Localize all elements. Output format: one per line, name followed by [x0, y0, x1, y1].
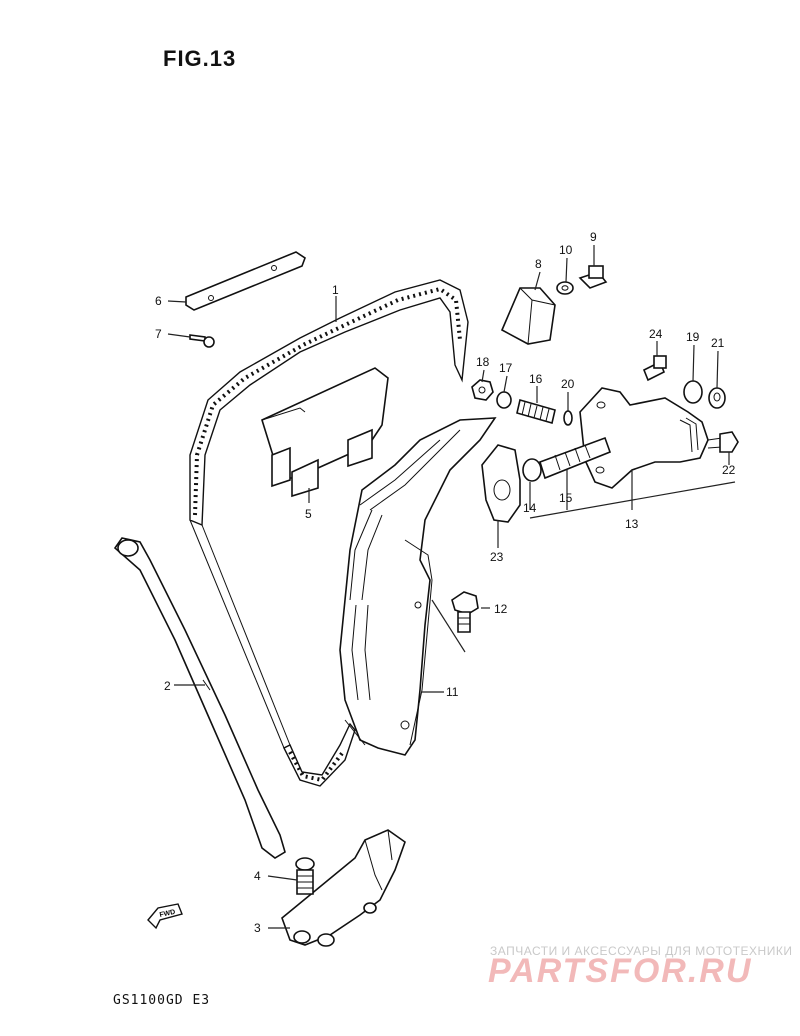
callout-7: 7	[155, 327, 162, 341]
part-2-left-guide[interactable]	[113, 537, 286, 859]
part-14-plunger[interactable]	[522, 458, 542, 482]
part-17-washer[interactable]	[496, 391, 512, 409]
callout-8: 8	[535, 257, 542, 271]
part-9-bolt[interactable]	[578, 265, 608, 289]
callout-9: 9	[590, 230, 597, 244]
part-16-spring[interactable]	[516, 398, 556, 425]
part-18-nut[interactable]	[471, 379, 494, 401]
part-6-top-guide[interactable]	[185, 251, 306, 311]
callout-12: 12	[494, 602, 508, 616]
callout-14: 14	[523, 501, 537, 515]
callout-10: 10	[559, 243, 573, 257]
part-23-gasket[interactable]	[481, 444, 521, 523]
callout-21: 21	[711, 336, 725, 350]
part-8-cap[interactable]	[500, 287, 556, 345]
callout-5: 5	[305, 507, 312, 521]
fwd-arrow-icon: FWD	[147, 903, 183, 930]
part-19-oring[interactable]	[683, 380, 703, 404]
part-11-tensioner-guide[interactable]	[339, 417, 497, 756]
fwd-label: FWD	[159, 909, 176, 919]
callout-19: 19	[686, 330, 700, 344]
part-21-cap[interactable]	[708, 387, 726, 409]
callout-11: 11	[446, 685, 459, 699]
leader-lines	[167, 245, 736, 929]
watermark-tagline: ЗАПЧАСТИ И АКСЕССУАРЫ ДЛЯ МОТОТЕХНИКИ	[490, 944, 793, 958]
callout-23: 23	[490, 550, 504, 564]
part-24-bolt[interactable]	[642, 355, 667, 382]
part-20-oring[interactable]	[563, 410, 573, 426]
callout-3: 3	[254, 921, 261, 935]
callout-20: 20	[561, 377, 575, 391]
part-3-bottom-guide[interactable]	[281, 829, 406, 947]
callout-18: 18	[476, 355, 490, 369]
part-1-cam-chain[interactable]	[189, 279, 469, 787]
callout-6: 6	[155, 294, 162, 308]
callout-16: 16	[529, 372, 543, 386]
callouts: 1 2 3 4 5 6 7 8 9 10 11 12 13 14 15 16 1…	[155, 230, 736, 935]
part-5-center-guide[interactable]	[261, 367, 389, 498]
callout-13: 13	[625, 517, 639, 531]
callout-17: 17	[499, 361, 513, 375]
model-code: GS1100GD E3	[113, 993, 211, 1008]
callout-4: 4	[254, 869, 261, 883]
watermark-logo: PARTSFOR.RU	[488, 952, 753, 990]
part-15-pushrod[interactable]	[539, 436, 612, 480]
part-4-bolt[interactable]	[295, 857, 315, 895]
callout-24: 24	[649, 327, 663, 341]
callout-22: 22	[722, 463, 736, 477]
callout-2: 2	[164, 679, 171, 693]
callout-1: 1	[332, 283, 339, 297]
part-7-screw[interactable]	[189, 334, 215, 348]
part-12-bolt[interactable]	[451, 591, 479, 633]
figure-title: FIG.13	[163, 46, 237, 71]
part-13-tensioner-body[interactable]	[579, 387, 739, 489]
part-10-washer[interactable]	[556, 281, 574, 295]
callout-15: 15	[559, 491, 573, 505]
